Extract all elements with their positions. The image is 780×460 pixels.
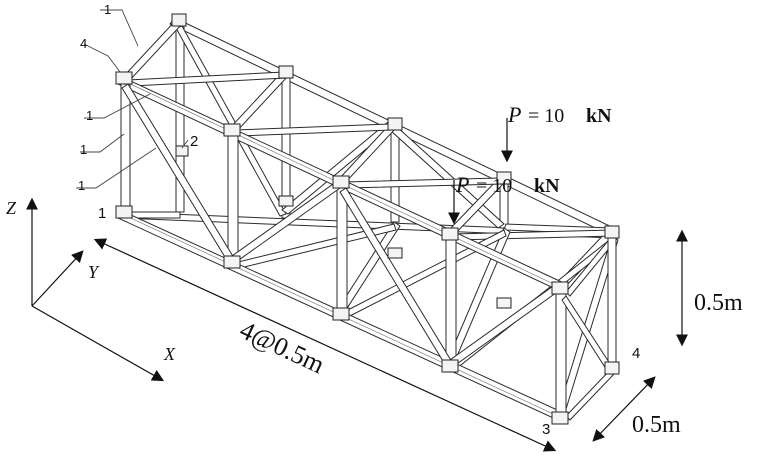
load-value-2: = 10 <box>476 175 512 197</box>
node-2 <box>175 145 189 157</box>
node-front-top-5 <box>551 281 569 295</box>
node-front-bottom-2 <box>223 255 241 269</box>
load-value-1: = 10 <box>528 105 564 127</box>
top-transverse-1 <box>123 19 183 81</box>
member-label-1d: 1 <box>78 178 85 193</box>
node-back-bottom-4 <box>496 297 512 309</box>
top-transverse-2 <box>229 71 289 133</box>
y-axis-label: Y <box>88 262 100 282</box>
x-axis-label: X <box>163 344 176 364</box>
coordinate-axes <box>26 197 165 382</box>
text-labels: 1 4 1 1 1 2 1 3 4 P = 10 kN P = 10 kN 4@… <box>6 2 743 438</box>
y-axis <box>31 250 84 307</box>
front-vertical-2 <box>227 131 239 263</box>
dim-length-line <box>93 238 557 452</box>
load-unit-1: kN <box>586 105 612 127</box>
node-front-bottom-1 <box>115 205 133 219</box>
front-vertical-3 <box>336 183 348 315</box>
node-back-bottom-2 <box>278 195 294 207</box>
leader-1c <box>80 133 125 153</box>
member-label-1a: 1 <box>104 2 111 17</box>
dimension-lines <box>93 229 688 452</box>
leader-2 <box>181 139 189 149</box>
node-front-top-2 <box>223 123 241 137</box>
dim-height-label: 0.5m <box>694 290 743 316</box>
leader-1b <box>84 93 151 119</box>
node-label-1: 1 <box>98 205 106 222</box>
front-vertical-1 <box>120 81 131 213</box>
dim-width-label: 0.5m <box>632 412 681 438</box>
load-symbol-2: P <box>455 172 469 197</box>
member-label-1b: 1 <box>86 108 93 123</box>
node-label-3: 3 <box>542 421 550 438</box>
x-axis <box>31 305 165 382</box>
load-arrows <box>448 118 513 225</box>
top-transverse-3 <box>337 123 397 185</box>
node-front-top-3 <box>332 175 350 189</box>
node-front-bottom-4 <box>441 359 459 373</box>
node-label-2: 2 <box>190 133 198 150</box>
node-front-top-1 <box>115 71 133 85</box>
leader-1a <box>100 9 139 47</box>
node-back-top-1 <box>171 13 187 27</box>
front-vertical-4 <box>445 235 457 367</box>
node-front-bottom-5 <box>551 411 569 425</box>
node-back-top-4 <box>496 171 512 185</box>
node-back-top-5 <box>604 225 620 239</box>
front-vertical-5 <box>555 287 567 419</box>
leader-4 <box>83 43 121 73</box>
end-back-vertical <box>607 235 617 373</box>
label-leaders <box>76 9 189 189</box>
load-symbol-1: P <box>507 102 521 127</box>
member-label-1c: 1 <box>80 142 87 157</box>
top-plane-members <box>123 19 617 291</box>
node-label-4: 4 <box>632 345 640 362</box>
z-axis-label: Z <box>6 198 17 218</box>
node-back-top-3 <box>387 117 403 131</box>
load-unit-2: kN <box>534 175 560 197</box>
node-back-bottom-3 <box>387 247 403 259</box>
leader-1d <box>76 147 157 189</box>
dim-width-line <box>592 376 656 442</box>
node-back-top-2 <box>278 65 294 79</box>
top-diagonal-2 <box>235 123 393 137</box>
member-label-4-top: 4 <box>80 36 87 51</box>
end-diagonal <box>561 295 615 373</box>
node-front-bottom-3 <box>332 307 350 321</box>
node-back-bottom-5 <box>604 361 620 375</box>
node-front-top-4 <box>441 227 459 241</box>
